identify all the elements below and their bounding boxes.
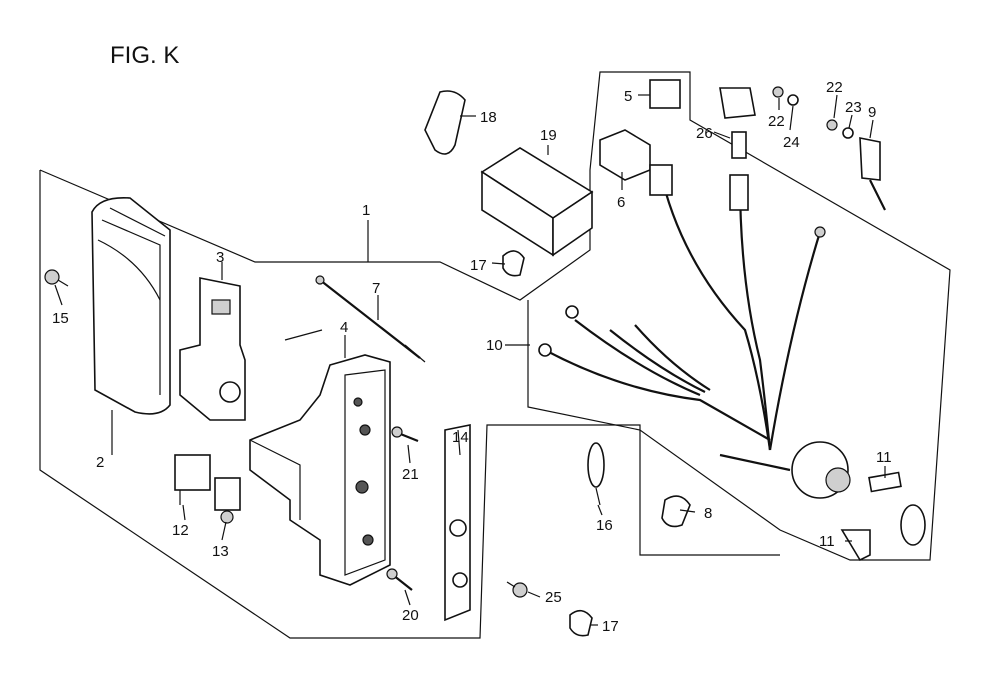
callout-24: 24: [783, 134, 800, 151]
module-part-19: [480, 147, 594, 257]
sensor-part-9: [859, 137, 886, 211]
bolt-part-21: [391, 426, 419, 443]
callout-15: 15: [52, 310, 69, 327]
panel-cover-part: [91, 196, 171, 415]
callout-10: 10: [486, 337, 503, 354]
callout-7: 7: [372, 280, 380, 297]
callout-1: 1: [362, 202, 370, 219]
ignition-switch-part: [791, 441, 851, 499]
callout-12: 12: [172, 522, 189, 539]
band-part-16: [587, 442, 605, 506]
control-box-part: [249, 354, 391, 586]
callout-5: 5: [624, 88, 632, 105]
clamp-part-8: [661, 495, 691, 528]
screw-part-15: [44, 269, 69, 287]
switch-part-12: [174, 454, 211, 505]
callout-14: 14: [452, 429, 469, 446]
bolt-part-20: [386, 568, 413, 591]
washer-part-22b: [826, 119, 838, 131]
assembly-boundary-main: [39, 71, 951, 561]
callout-13: 13: [212, 543, 229, 560]
callout-25: 25: [545, 589, 562, 606]
relay-part-6: [599, 129, 651, 181]
callout-26: 26: [696, 125, 713, 142]
key-part-11b: [840, 529, 871, 562]
washer-part-24: [787, 94, 799, 106]
nut-part-23: [842, 127, 854, 139]
key-part-11a: [868, 471, 926, 546]
callout-2: 2: [96, 454, 104, 471]
callout-6: 6: [617, 194, 625, 211]
assembly-boundary-outer: [39, 170, 780, 639]
fuse-holder-part-26: [719, 87, 756, 159]
leader-lines: [54, 94, 886, 626]
bracket-part: [179, 277, 246, 421]
screw-part-25: [506, 581, 528, 598]
wire-harness-part: [538, 164, 826, 472]
clamp-part-17a: [502, 250, 525, 277]
callout-22b: 22: [826, 79, 843, 96]
callout-22a: 22: [768, 113, 785, 130]
callout-19: 19: [540, 127, 557, 144]
callout-11a: 11: [876, 449, 892, 466]
callout-8: 8: [704, 505, 712, 522]
callout-9: 9: [868, 104, 876, 121]
callout-18: 18: [480, 109, 497, 126]
callout-20: 20: [402, 607, 419, 624]
callout-3: 3: [216, 249, 224, 266]
clip-part-18: [424, 90, 466, 155]
relay-part-5: [649, 79, 681, 109]
figure-title: FIG. K: [110, 42, 179, 69]
rod-part: [315, 275, 426, 363]
callout-4: 4: [340, 319, 348, 336]
callout-17a: 17: [470, 257, 487, 274]
callout-16: 16: [596, 517, 613, 534]
washer-part-22a: [772, 86, 784, 98]
clamp-part-17b: [569, 609, 593, 637]
gasket-part: [444, 424, 471, 622]
breaker-part-13: [214, 477, 241, 524]
callout-17b: 17: [602, 618, 619, 635]
callout-11b: 11: [819, 533, 835, 550]
callout-23: 23: [845, 99, 862, 116]
callout-21: 21: [402, 466, 419, 483]
